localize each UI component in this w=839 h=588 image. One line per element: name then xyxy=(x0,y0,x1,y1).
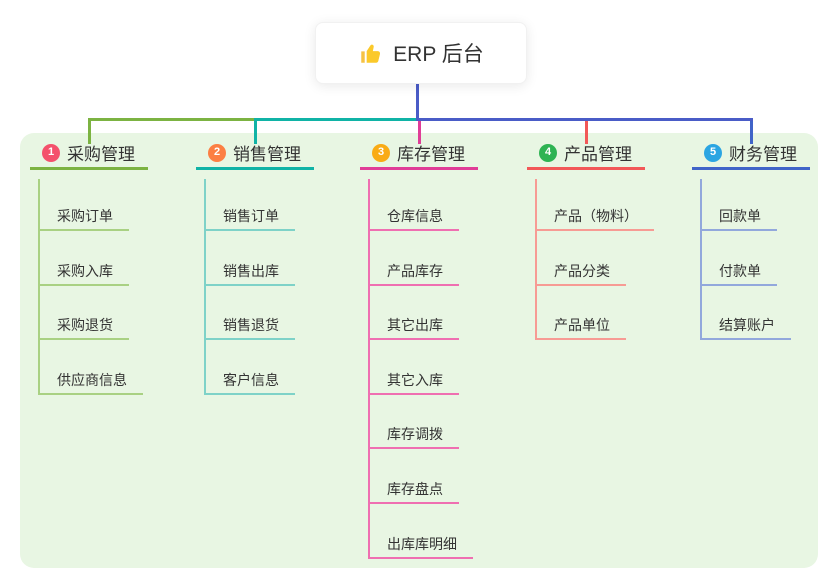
leaf-node-purchase-1[interactable]: 采购订单 xyxy=(38,203,129,231)
connector-line-purchase xyxy=(87,118,91,144)
connector-line-sales xyxy=(253,118,257,144)
branch-badge-sales: 2 xyxy=(208,143,226,162)
root-node-label: ERP 后台 xyxy=(393,43,484,66)
connector-bus-left xyxy=(87,118,257,121)
branch-badge-inventory: 3 xyxy=(372,143,390,162)
leaf-node-inventory-2[interactable]: 产品库存 xyxy=(368,258,459,286)
connector-line-finance xyxy=(749,118,753,144)
branch-spine-sales xyxy=(204,179,206,395)
branch-label-sales: 销售管理 xyxy=(233,145,301,164)
leaf-node-inventory-5[interactable]: 库存调拨 xyxy=(368,421,459,450)
branch-node-product[interactable]: 4 产品管理 xyxy=(527,143,645,170)
leaf-node-finance-3[interactable]: 结算账户 xyxy=(700,312,791,341)
leaf-node-inventory-3[interactable]: 其它出库 xyxy=(368,312,459,341)
branch-label-finance: 财务管理 xyxy=(729,145,797,164)
leaf-node-finance-2[interactable]: 付款单 xyxy=(700,258,777,286)
leaf-node-inventory-4[interactable]: 其它入库 xyxy=(368,367,459,395)
connector-line-product xyxy=(584,118,588,144)
branch-spine-inventory xyxy=(368,179,370,559)
leaf-node-sales-4[interactable]: 客户信息 xyxy=(204,367,295,395)
mindmap-panel xyxy=(20,133,818,568)
connector-root-line xyxy=(416,82,419,121)
branch-spine-purchase xyxy=(38,179,40,395)
branch-label-purchase: 采购管理 xyxy=(67,145,135,164)
leaf-node-inventory-6[interactable]: 库存盘点 xyxy=(368,476,459,504)
leaf-node-product-2[interactable]: 产品分类 xyxy=(535,258,626,286)
leaf-node-finance-1[interactable]: 回款单 xyxy=(700,203,777,231)
branch-spine-product xyxy=(535,179,537,341)
leaf-node-sales-1[interactable]: 销售订单 xyxy=(204,203,295,231)
branch-badge-purchase: 1 xyxy=(42,143,60,162)
branch-node-sales[interactable]: 2 销售管理 xyxy=(196,143,314,170)
connector-line-inventory xyxy=(417,118,421,144)
branch-label-product: 产品管理 xyxy=(564,145,632,164)
branch-node-purchase[interactable]: 1 采购管理 xyxy=(30,143,148,170)
leaf-node-product-1[interactable]: 产品（物料） xyxy=(535,203,654,231)
branch-label-inventory: 库存管理 xyxy=(397,145,465,164)
leaf-node-inventory-1[interactable]: 仓库信息 xyxy=(368,203,459,231)
root-node[interactable]: ERP 后台 xyxy=(315,22,527,84)
leaf-node-purchase-2[interactable]: 采购入库 xyxy=(38,258,129,286)
leaf-node-sales-2[interactable]: 销售出库 xyxy=(204,258,295,286)
leaf-node-inventory-7[interactable]: 出库库明细 xyxy=(368,531,473,559)
branch-spine-finance xyxy=(700,179,702,341)
branch-node-finance[interactable]: 5 财务管理 xyxy=(692,143,810,170)
leaf-node-product-3[interactable]: 产品单位 xyxy=(535,312,626,341)
branch-badge-finance: 5 xyxy=(704,143,722,162)
branch-badge-product: 4 xyxy=(539,143,557,162)
connector-bus-mid xyxy=(253,118,421,121)
leaf-node-purchase-4[interactable]: 供应商信息 xyxy=(38,367,143,395)
branch-node-inventory[interactable]: 3 库存管理 xyxy=(360,143,478,170)
leaf-node-sales-3[interactable]: 销售退货 xyxy=(204,312,295,341)
connector-bus-right xyxy=(417,118,753,121)
thumbs-up-icon xyxy=(358,40,384,66)
leaf-node-purchase-3[interactable]: 采购退货 xyxy=(38,312,129,341)
